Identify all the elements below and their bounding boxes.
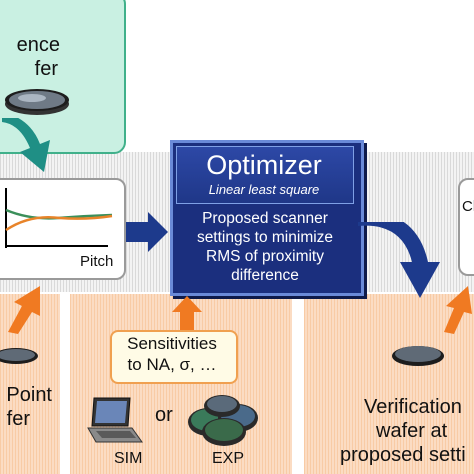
sensitivities-box (110, 330, 238, 384)
optimizer-header (176, 146, 354, 204)
right-box (458, 178, 474, 276)
orange-up-arrow-left (8, 286, 40, 334)
sim-label: SIM (114, 450, 143, 467)
orange-up-arrow-center (172, 296, 202, 330)
chart-curve-orange (5, 214, 113, 232)
wafer-icon-right (392, 346, 444, 366)
left-panel-text-2: fer (6, 408, 30, 430)
chart-panel (0, 178, 126, 280)
blue-right-arrow-1 (126, 212, 168, 252)
teal-down-arrow (2, 118, 50, 172)
optimizer-desc-3: RMS of proximity (206, 248, 324, 265)
verification-text-1: Verification (364, 396, 462, 418)
optimizer-desc-4: difference (231, 267, 299, 284)
wafer-icon-left (0, 348, 38, 364)
left-panel-text-1: Point (6, 384, 52, 406)
or-label: or (155, 404, 173, 426)
left-panel (0, 294, 60, 474)
right-panel (304, 294, 474, 474)
optimizer-subtitle: Linear least square (208, 182, 320, 197)
reference-wafer-text-1: ence (16, 34, 60, 56)
optimizer-desc-2: settings to minimize (196, 229, 334, 246)
verification-text-2: wafer at (376, 420, 448, 442)
laptop-icon (87, 397, 143, 443)
sensitivities-text-1: Sensitivities (127, 334, 217, 353)
wafer-icon (5, 89, 69, 115)
sensitivities-text-2: to NA, σ, … (127, 355, 217, 374)
orange-up-arrow-right (444, 286, 472, 334)
blue-curved-arrow (358, 222, 440, 298)
exp-label: EXP (212, 450, 245, 467)
reference-wafer-text-2: fer (34, 58, 58, 80)
wafer-stack-icon (188, 395, 258, 446)
verification-text-3: proposed setti (340, 444, 466, 466)
proximity-chart (5, 188, 113, 248)
chart-x-label: Pitch (80, 253, 114, 270)
optimizer-desc-1: Proposed scanner (202, 210, 328, 227)
optimizer-title: Optimizer (206, 150, 322, 180)
right-box-label: Cl (462, 198, 474, 215)
